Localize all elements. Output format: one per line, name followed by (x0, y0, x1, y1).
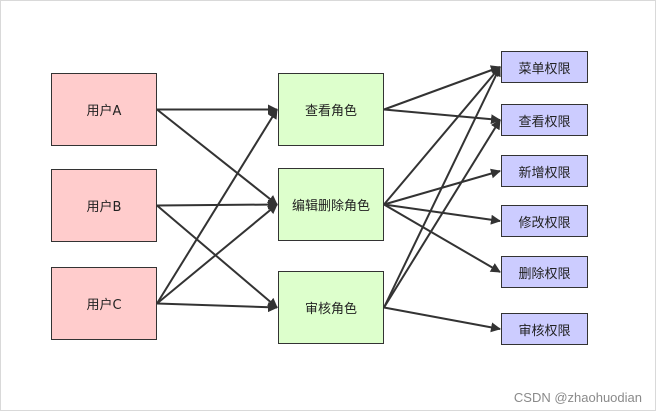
edge-user-a-to-role-edit (156, 108, 278, 206)
node-label: 菜单权限 (518, 61, 571, 77)
edge-user-c-to-role-audit (156, 302, 278, 313)
permission-node-view: 查看权限 (501, 104, 588, 136)
edge-role-edit-to-perm-delete (383, 203, 501, 273)
permission-node-add: 新增权限 (501, 155, 588, 187)
permission-node-menu: 菜单权限 (501, 51, 588, 83)
node-label: 删除权限 (518, 266, 571, 282)
node-label: 新增权限 (518, 165, 571, 181)
role-node-edit-delete: 编辑删除角色 (278, 168, 384, 241)
edge-user-c-to-role-edit (156, 203, 278, 305)
role-node-view: 查看角色 (278, 73, 384, 146)
user-node-b: 用户B (51, 169, 157, 242)
edge-user-b-to-role-audit (156, 204, 278, 309)
edge-user-c-to-role-view (156, 108, 278, 305)
edge-role-audit-to-perm-audit (383, 306, 501, 333)
node-label: 编辑删除角色 (291, 199, 370, 214)
node-label: 修改权限 (518, 215, 571, 231)
permission-node-delete: 删除权限 (501, 256, 588, 288)
permission-node-modify: 修改权限 (501, 205, 588, 237)
edge-role-audit-to-perm-view (383, 119, 501, 309)
node-label: 查看角色 (304, 104, 357, 119)
edge-role-view-to-perm-menu (383, 65, 501, 111)
node-label: 审核权限 (518, 323, 571, 339)
node-label: 用户C (86, 298, 122, 313)
edge-role-edit-to-perm-menu (383, 66, 501, 206)
edge-role-view-to-perm-view (383, 108, 501, 125)
edge-role-audit-to-perm-menu (383, 66, 501, 308)
permission-node-audit: 审核权限 (501, 313, 588, 345)
user-node-c: 用户C (51, 267, 157, 340)
role-node-audit: 审核角色 (278, 271, 384, 344)
node-label: 审核角色 (304, 302, 357, 317)
watermark-text: CSDN @zhaohuodian (513, 390, 642, 405)
node-label: 用户A (86, 104, 122, 119)
user-node-a: 用户A (51, 73, 157, 146)
node-label: 查看权限 (518, 114, 571, 130)
node-label: 用户B (86, 200, 122, 215)
